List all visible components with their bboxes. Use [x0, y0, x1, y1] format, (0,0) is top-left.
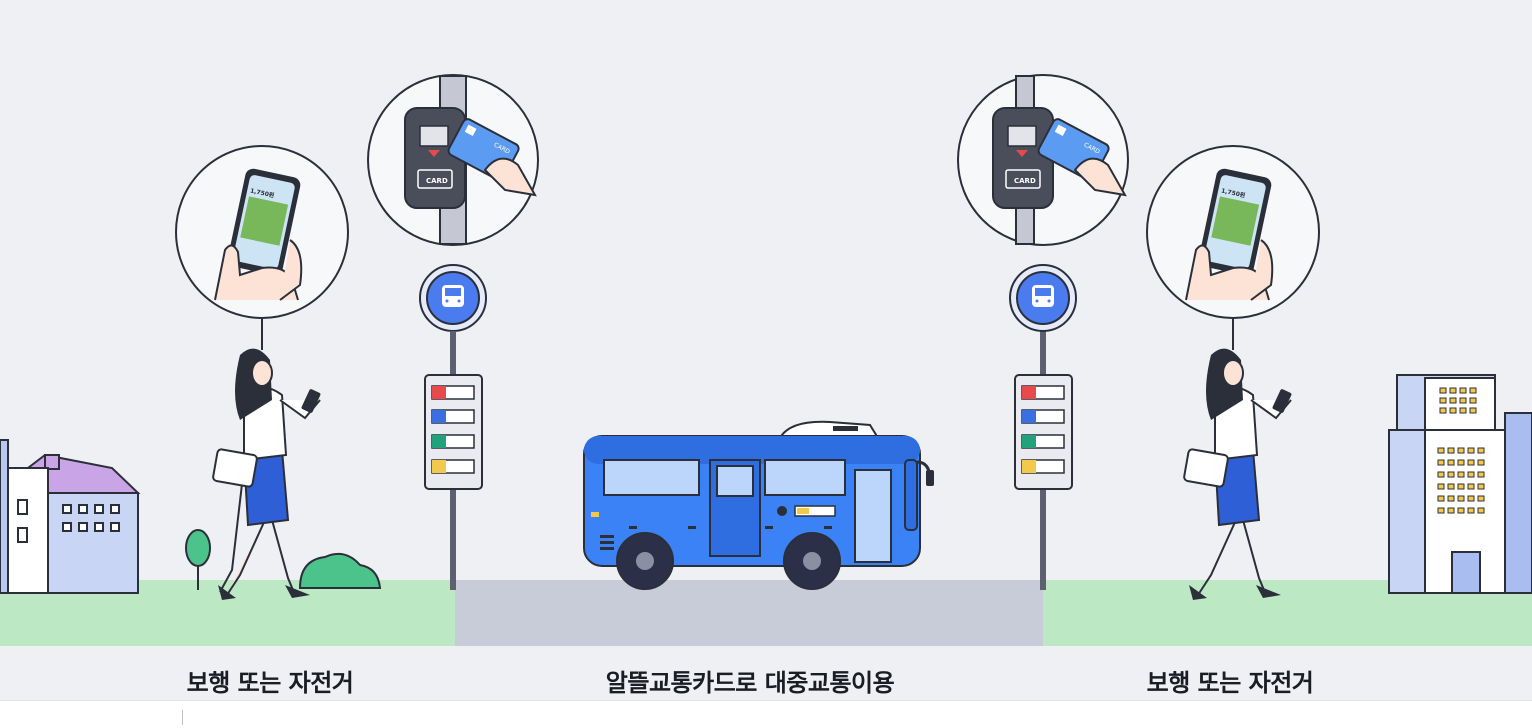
card-reader-icon: CARD [404, 107, 466, 209]
card-reader-icon-right: CARD [992, 107, 1054, 209]
house-icon [0, 439, 141, 594]
caption-public-transit: 알뜰교통카드로 대중교통이용 [605, 669, 895, 697]
phone-app-icon-right: 1,750원 [1146, 145, 1320, 319]
bus-stop-left: CARD CARD [367, 74, 539, 590]
bus-stop-sign-icon-right [1032, 285, 1054, 307]
road [455, 580, 1043, 646]
caption-walk-or-bike-right: 보행 또는 자전거 [1146, 669, 1314, 697]
woman-walking-right [1183, 348, 1292, 600]
reader-label-left: CARD [426, 177, 448, 185]
bus-icon [583, 420, 934, 590]
bush [298, 552, 382, 589]
bottom-bar [0, 700, 1532, 728]
bus-stop-sign-icon [442, 285, 464, 307]
woman-walking-left [212, 348, 321, 600]
reader-label-right: CARD [1014, 177, 1036, 185]
caption-walk-or-bike-left: 보행 또는 자전거 [186, 669, 354, 697]
commute-illustration: 1,750원 CARD CARD [0, 0, 1532, 700]
tree-icon [185, 529, 211, 590]
building-icon [1388, 374, 1532, 594]
text-cursor [182, 710, 183, 725]
bus-stop-right: CARD CARD [957, 74, 1129, 590]
phone-app-icon: 1,750원 [175, 145, 349, 319]
